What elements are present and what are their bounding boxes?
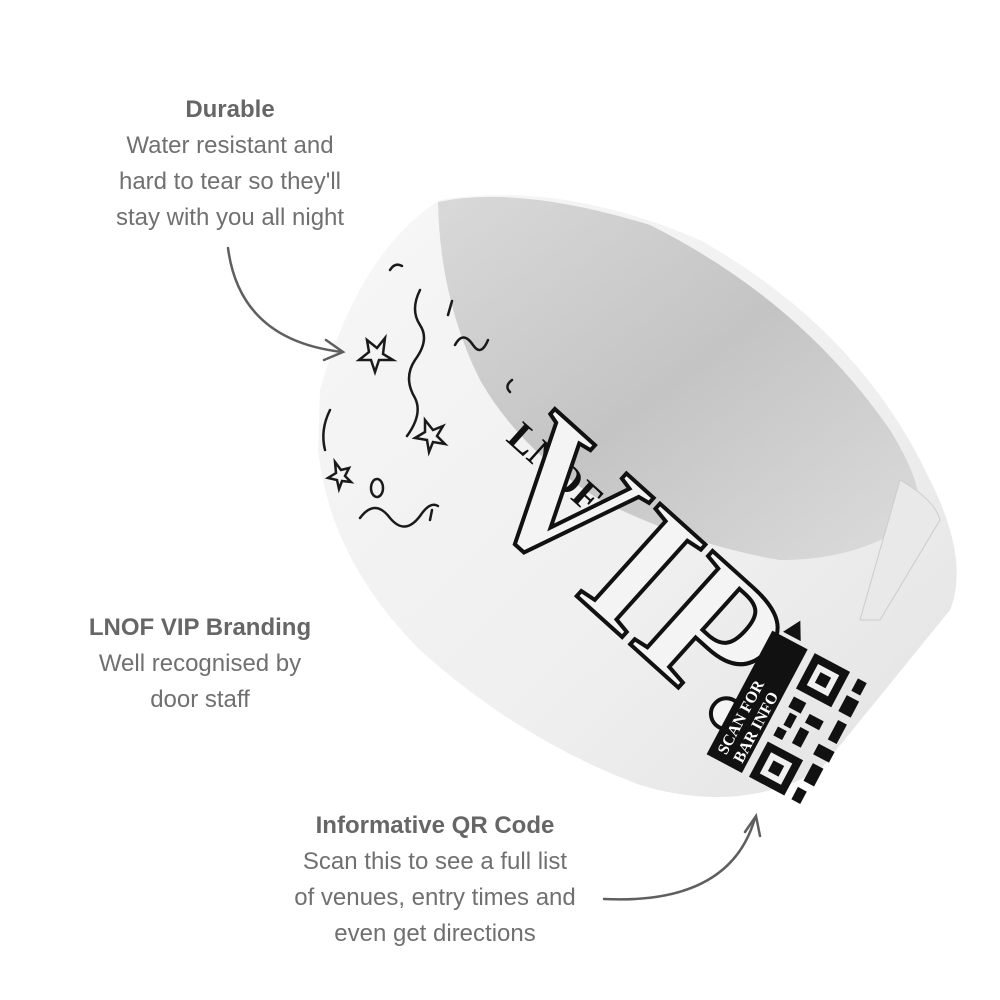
callout-qr: Informative QR Code Scan this to see a f… [250, 808, 620, 952]
callout-durable-line: hard to tear so they'll [118, 168, 342, 195]
callout-branding-title: LNOF VIP Branding [88, 614, 312, 641]
arrow-durable-icon [226, 246, 344, 354]
callout-durable-line: Water resistant and [126, 132, 334, 159]
callout-branding-line: Well recognised by [98, 650, 302, 677]
callout-arrows [226, 246, 762, 901]
callout-durable-line: stay with you all night [115, 204, 345, 231]
callout-qr-line: Scan this to see a full list [302, 848, 568, 875]
confetti-pattern [322, 263, 514, 528]
callout-branding-line: door staff [150, 686, 250, 713]
callout-branding: LNOF VIP Branding Well recognised by doo… [40, 610, 360, 718]
callout-durable-title: Durable [185, 96, 275, 123]
arrow-qr-icon [602, 816, 757, 901]
callout-qr-line: of venues, entry times and [294, 884, 576, 911]
callout-qr-line: even get directions [334, 920, 536, 947]
callout-durable: Durable Water resistant and hard to tear… [60, 92, 400, 236]
callout-qr-title: Informative QR Code [315, 812, 555, 839]
